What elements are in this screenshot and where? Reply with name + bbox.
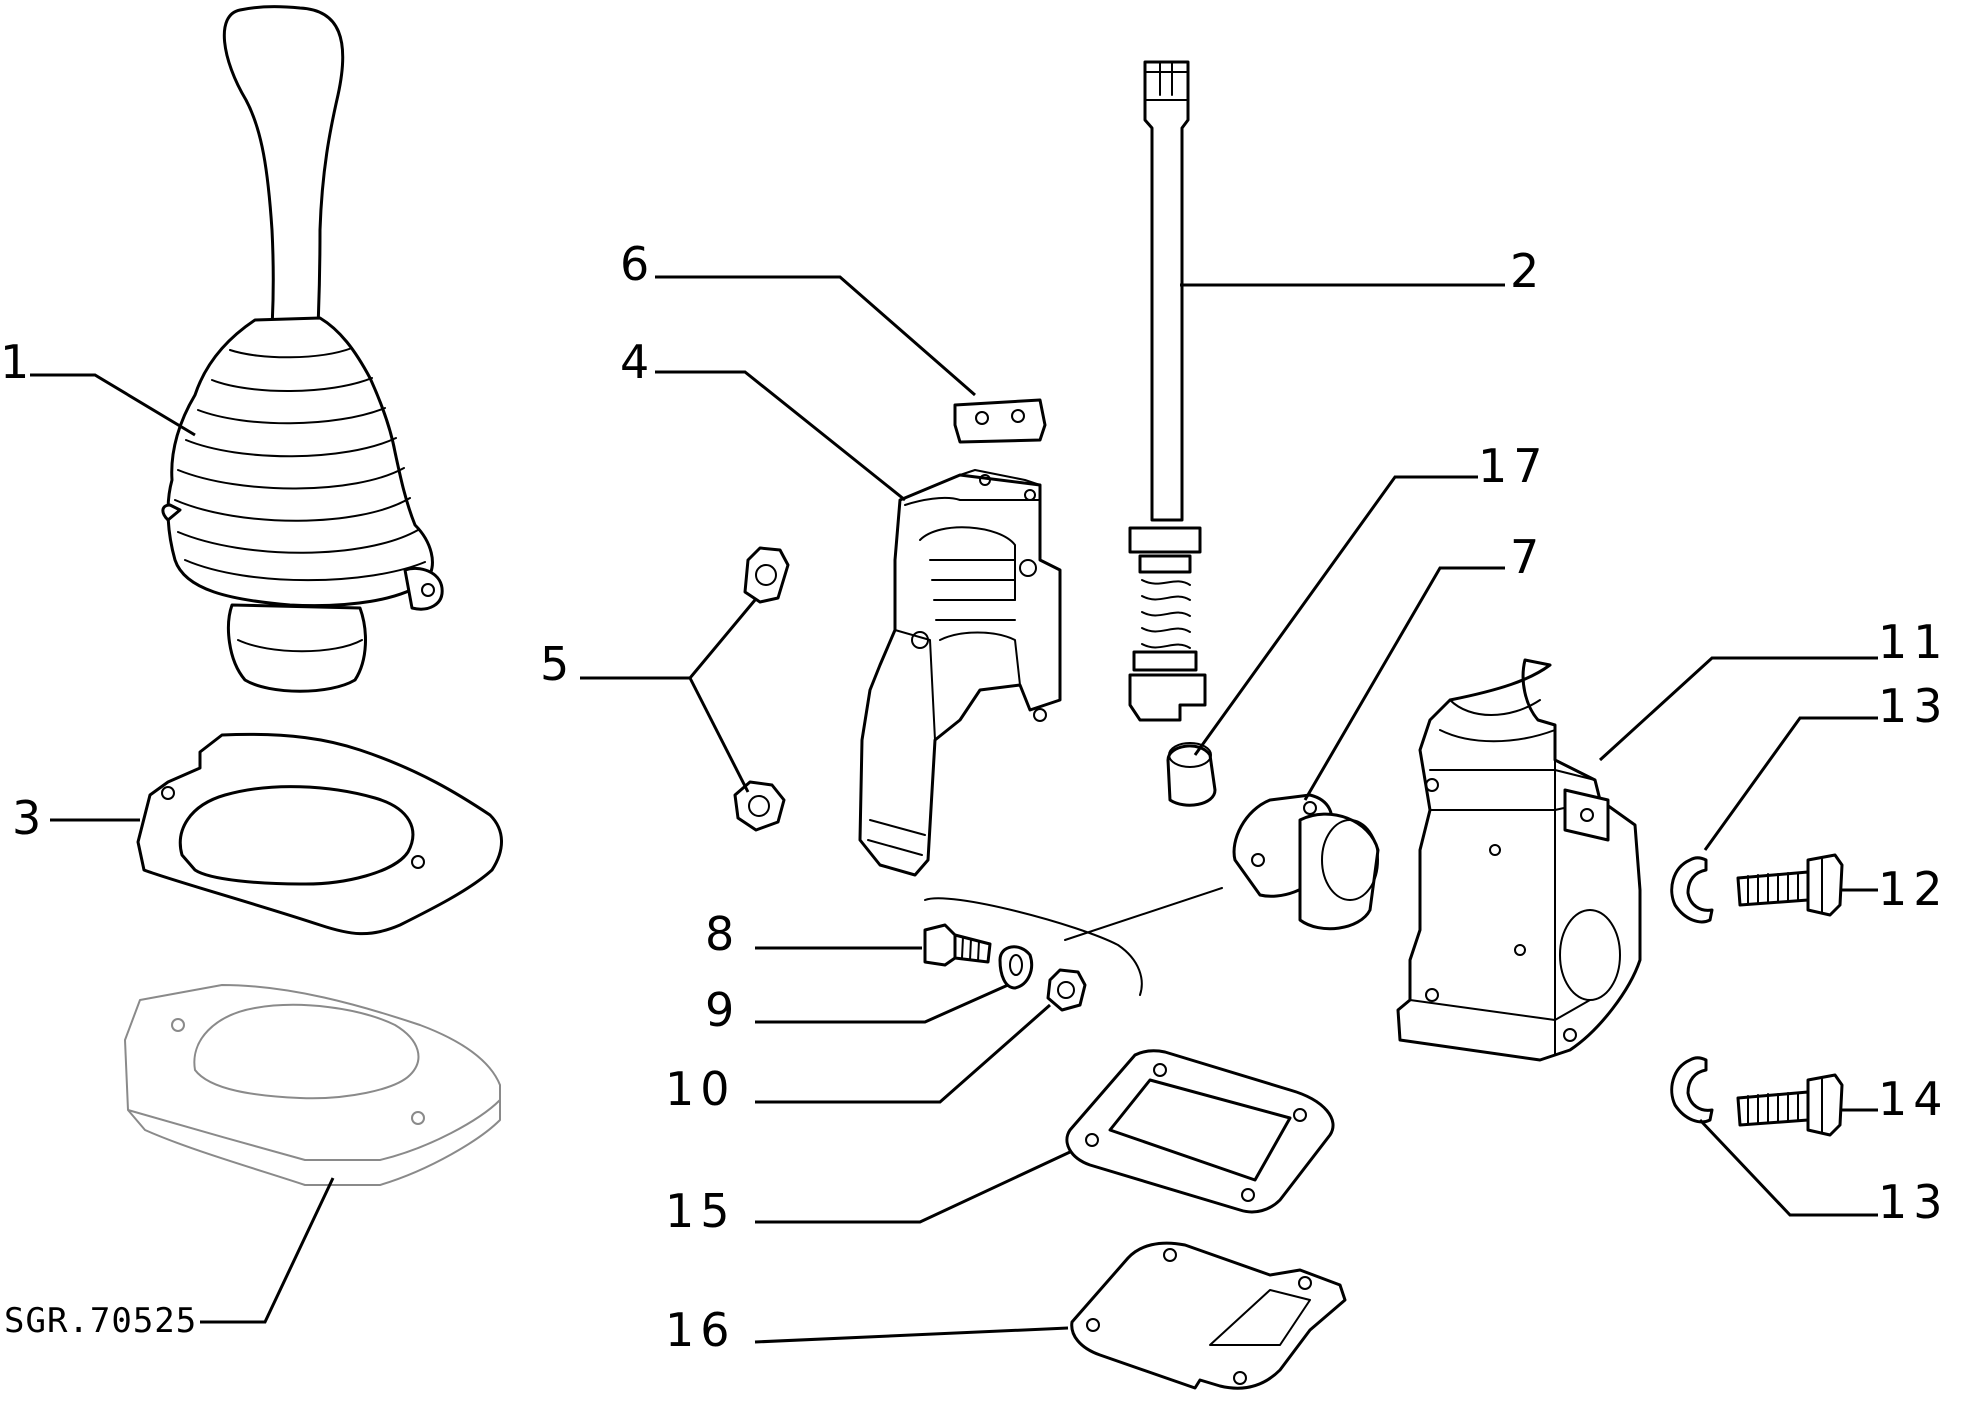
callout-17: 17 <box>1478 439 1549 493</box>
part-13-spring-washer-lower <box>1670 1056 1714 1124</box>
callout-labels: 1 2 3 4 5 6 7 8 9 10 11 12 13 13 14 15 1… <box>0 237 1949 1357</box>
callout-14: 14 <box>1878 1072 1949 1126</box>
callout-8: 8 <box>705 907 740 961</box>
part-11-cover-housing <box>1396 658 1642 1062</box>
callout-15: 15 <box>665 1184 736 1238</box>
leader-9 <box>755 983 1009 1024</box>
leader-4 <box>655 370 906 502</box>
leader-13b <box>1698 1118 1878 1217</box>
part-14-bolt <box>1736 1073 1844 1137</box>
callout-13-lower: 13 <box>1878 1175 1949 1229</box>
part-6-clip <box>953 398 1047 444</box>
leader-16 <box>754 1326 1069 1344</box>
part-13-spring-washer-upper <box>1670 856 1714 924</box>
leader-5 <box>580 599 757 680</box>
part-9-washer <box>998 945 1034 990</box>
part-2-shift-rod <box>1128 60 1207 722</box>
reference-code: SGR.70525 <box>4 1301 197 1341</box>
part-8-screw <box>923 923 992 967</box>
callout-6: 6 <box>620 237 655 291</box>
callout-10: 10 <box>665 1062 736 1116</box>
leader-15 <box>755 1150 1071 1224</box>
callout-11: 11 <box>1878 615 1949 669</box>
part-7-bushing <box>1232 793 1380 931</box>
part-15-cover-gasket <box>1065 1049 1335 1214</box>
callout-4: 4 <box>620 335 655 389</box>
callout-5: 5 <box>540 637 575 691</box>
ghost-gasket-outline <box>124 984 501 1186</box>
part-12-bolt <box>1736 853 1844 917</box>
part-5-nuts <box>733 546 790 832</box>
callout-2: 2 <box>1510 244 1545 298</box>
leader-11 <box>1598 656 1878 762</box>
callout-7: 7 <box>1510 530 1545 584</box>
leader-1 <box>30 373 196 437</box>
leader-ref <box>200 1177 335 1324</box>
group-bracket <box>924 887 1223 996</box>
leader-17 <box>1193 475 1478 756</box>
leader-10 <box>755 1003 1051 1104</box>
callout-12: 12 <box>1878 862 1949 916</box>
leader-7 <box>1303 566 1505 801</box>
callout-3: 3 <box>12 791 47 845</box>
part-1-gear-lever-boot <box>161 5 444 693</box>
callout-13-upper: 13 <box>1878 679 1949 733</box>
callout-1: 1 <box>0 335 35 389</box>
callout-16: 16 <box>665 1303 736 1357</box>
part-16-cover-plate <box>1070 1241 1347 1390</box>
leader-lines <box>30 275 1878 1344</box>
callout-9: 9 <box>705 983 740 1037</box>
part-17-plug <box>1166 742 1217 807</box>
leader-13a <box>1703 716 1878 851</box>
part-4-selector-housing <box>858 469 1062 877</box>
part-3-gasket <box>136 732 503 936</box>
part-10-nut <box>1046 968 1087 1012</box>
leader-5b <box>688 677 750 793</box>
leader-6 <box>655 275 976 397</box>
